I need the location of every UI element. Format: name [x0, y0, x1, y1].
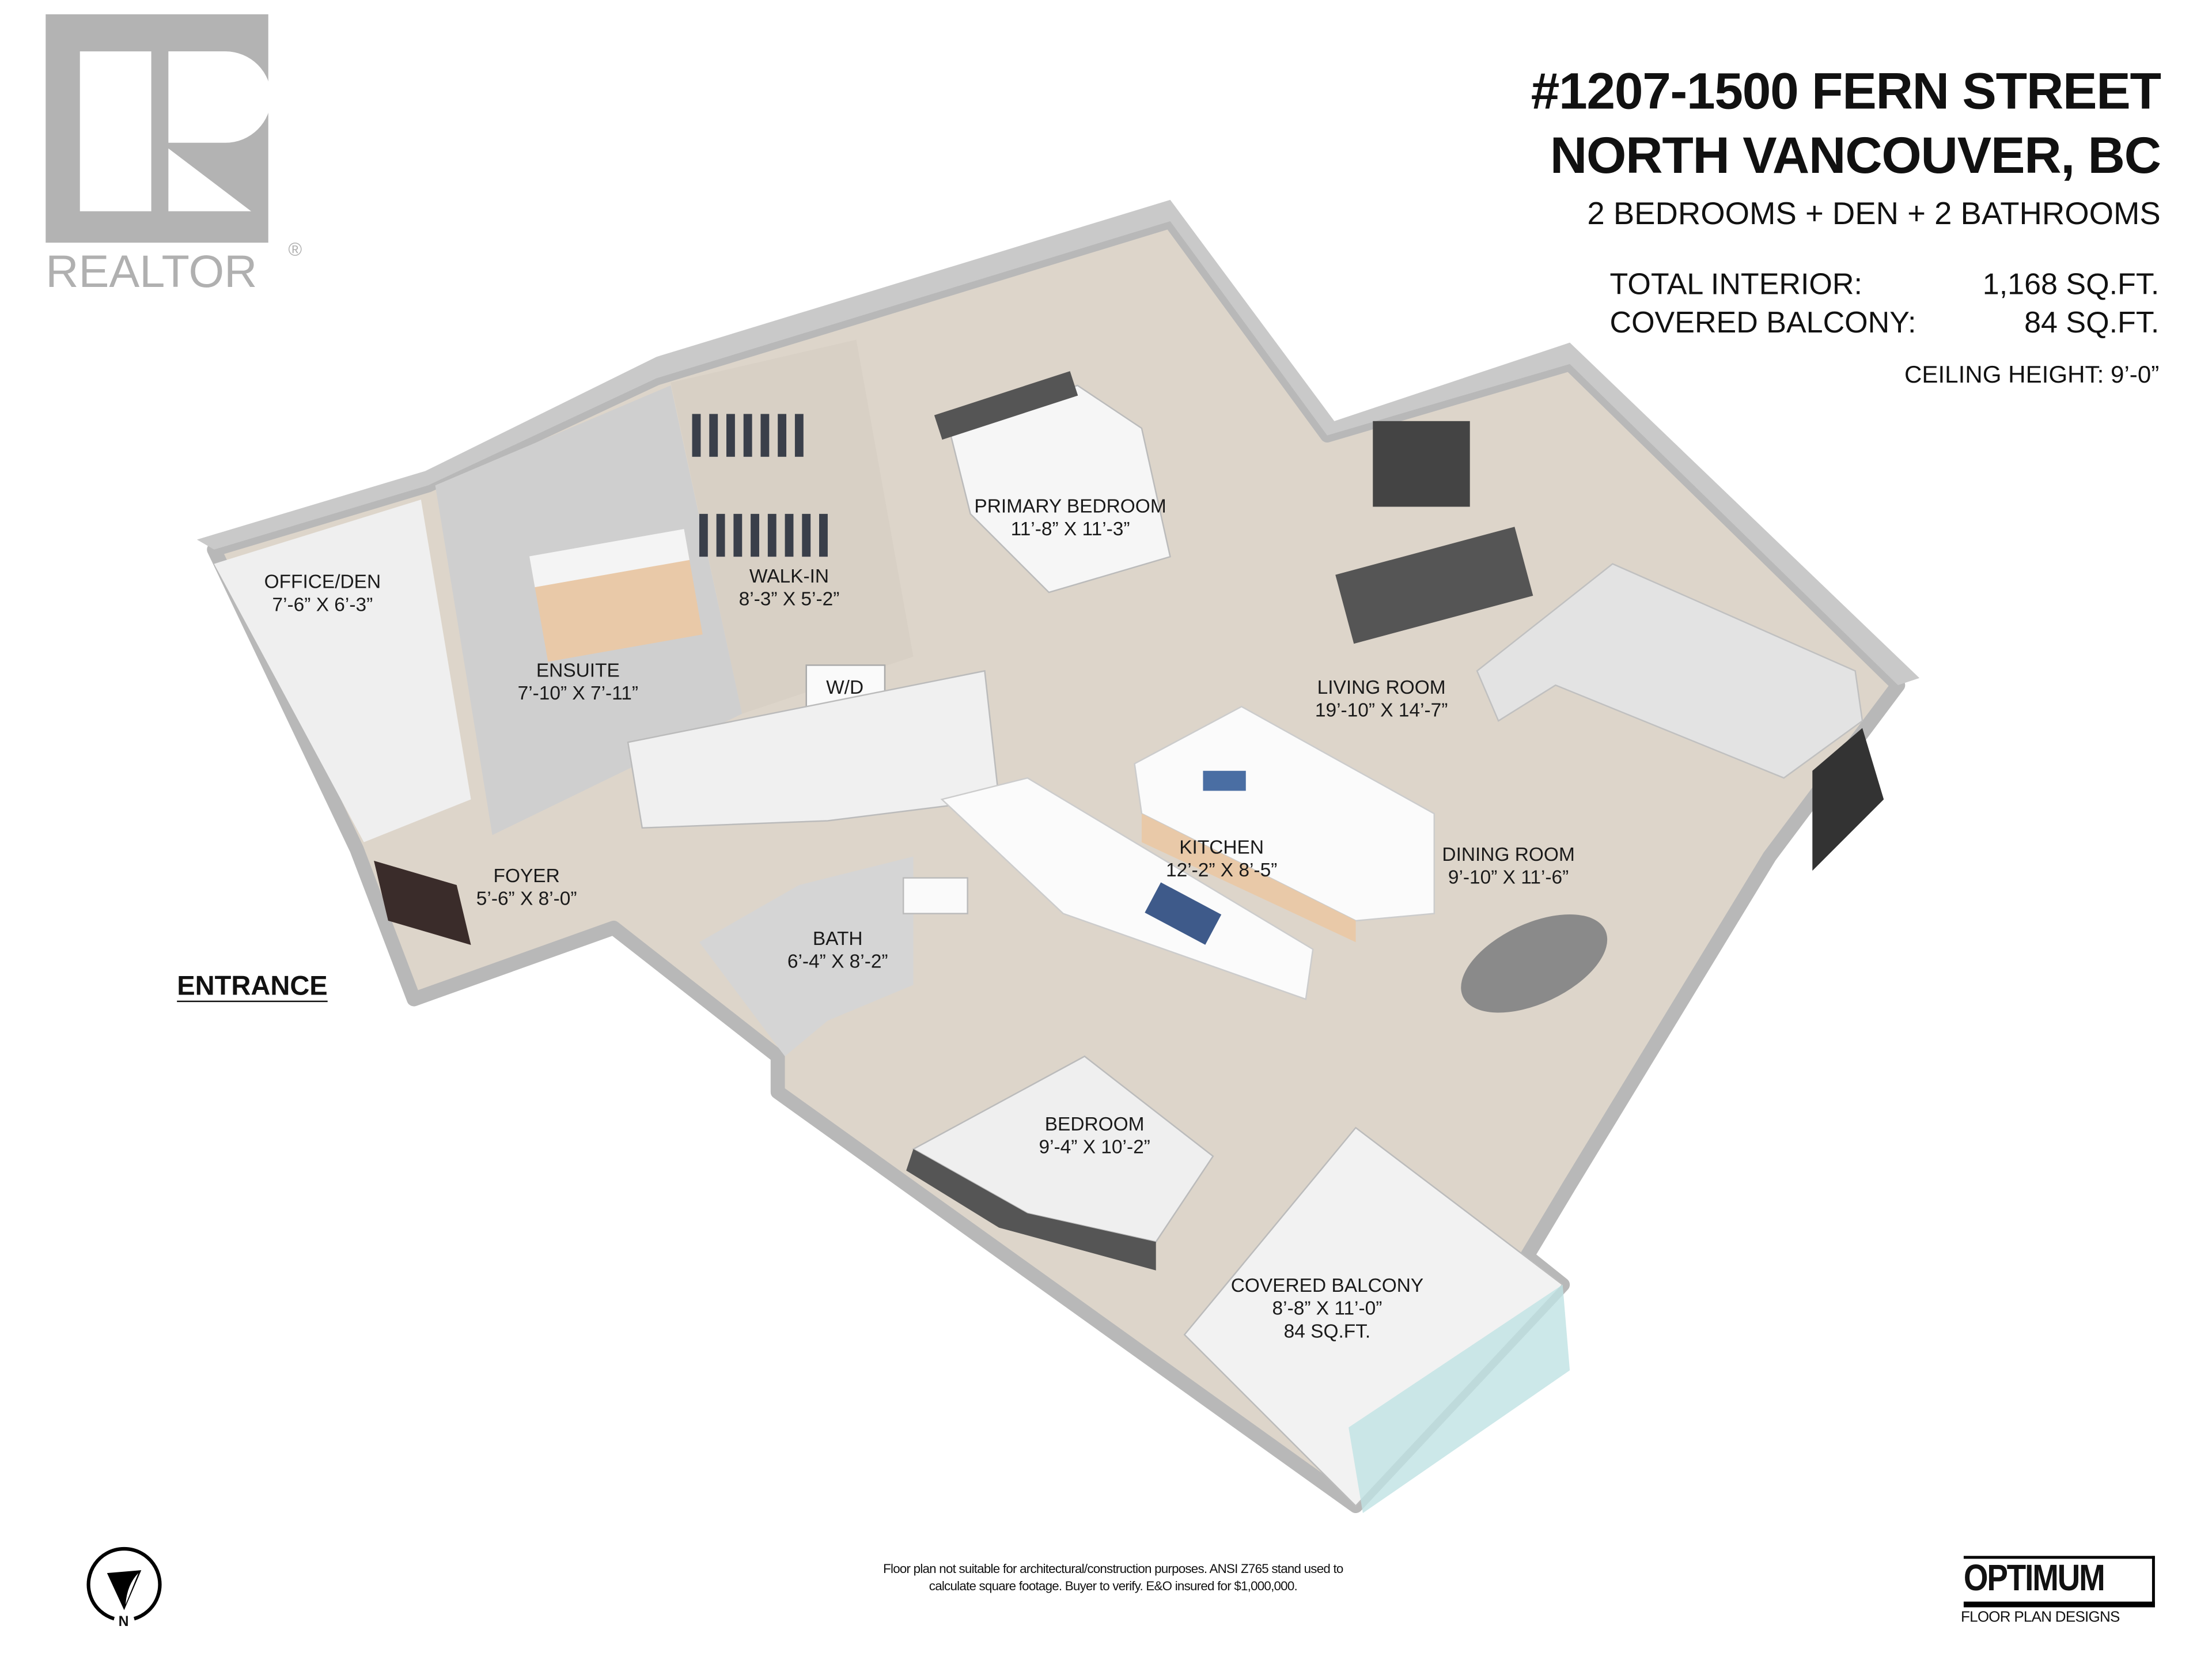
room-name: PRIMARY BEDROOM	[974, 495, 1166, 517]
room-dims: 8’-3” X 5’-2”	[738, 588, 840, 610]
room-dims: 12’-2” X 8’-5”	[1165, 859, 1278, 881]
optimum-tagline: FLOOR PLAN DESIGNS	[1960, 1609, 2120, 1626]
stat-value-balcony: 84 SQ.FT.	[2024, 307, 2160, 340]
room-dims: 11’-8” X 11’-3”	[1010, 518, 1130, 540]
optimum-wordmark: OPTIMUM	[1963, 1556, 2105, 1599]
wall-art	[1373, 421, 1470, 507]
realtor-r-icon	[46, 14, 271, 243]
tv-unit	[1812, 728, 1884, 871]
vanity-top	[529, 529, 690, 588]
stat-label-interior: TOTAL INTERIOR:	[1609, 268, 1862, 301]
bedroom-bed	[911, 1055, 1214, 1243]
address-line2: NORTH VANCOUVER, BC	[1550, 126, 2161, 184]
room-dims: 6’-4” X 8’-2”	[787, 950, 888, 973]
sofa	[1476, 563, 1863, 779]
room-name: ENSUITE	[536, 659, 620, 681]
room-name: KITCHEN	[1179, 836, 1264, 858]
realtor-wordmark: REALTOR	[46, 245, 257, 297]
room-dims: 8’-8” X 11’-0”	[1272, 1297, 1382, 1319]
room-name: DINING ROOM	[1442, 844, 1575, 865]
entrance-label: ENTRANCE	[177, 972, 328, 1003]
ceiling-height: CEILING HEIGHT: 9’-0”	[1904, 361, 2160, 388]
room-name: COVERED BALCONY	[1230, 1275, 1424, 1296]
stat-label-balcony: COVERED BALCONY:	[1609, 307, 1916, 340]
headboard	[934, 371, 1078, 440]
registered-mark: ®	[288, 238, 302, 260]
room-name: BEDROOM	[1044, 1113, 1145, 1135]
entrance-door	[374, 860, 471, 946]
compass-arrow-icon	[86, 1546, 162, 1621]
stat-value-interior: 1,168 SQ.FT.	[1982, 268, 2160, 301]
unit-summary: 2 BEDROOMS + DEN + 2 BATHROOMS	[1587, 195, 2161, 232]
room-dims: 7’-10” X 7’-11”	[517, 682, 639, 704]
closet-wall	[627, 670, 1000, 829]
room-dims: 9’-4” X 10’-2”	[1039, 1136, 1150, 1158]
kitchen-counter	[940, 777, 1314, 1000]
office-floor	[214, 500, 471, 842]
dining-table	[1461, 914, 1608, 1013]
address-line1: #1207-1500 FERN STREET	[1531, 61, 2161, 120]
bath-floor	[699, 856, 914, 1057]
room-dims: 19’-10” X 14’-7”	[1315, 699, 1448, 721]
room-name: W/D	[826, 676, 864, 698]
room-name: FOYER	[493, 865, 560, 887]
compass-north-label: N	[118, 1614, 129, 1631]
balcony-glass	[1349, 1284, 1570, 1514]
room-area: 84 SQ.FT.	[1283, 1320, 1371, 1342]
room-name: WALK-IN	[749, 565, 830, 587]
disclaimer: Floor plan not suitable for architectura…	[771, 1560, 1456, 1594]
room-dims: 9’-10” X 11’-6”	[1448, 866, 1569, 888]
disclaimer-line1: Floor plan not suitable for architectura…	[883, 1561, 1343, 1576]
media-console	[1335, 527, 1533, 644]
north-compass: N	[83, 1545, 166, 1636]
room-name: BATH	[812, 928, 863, 950]
bedroom-bed-frame	[906, 1149, 1156, 1270]
bath-sink	[902, 877, 968, 914]
kitchen-sink	[1203, 770, 1246, 791]
cooktop	[1145, 882, 1222, 945]
disclaimer-line2: calculate square footage. Buyer to verif…	[929, 1579, 1298, 1593]
room-dims: 7’-6” X 6’-3”	[272, 593, 373, 615]
room-name: OFFICE/DEN	[264, 570, 381, 593]
kitchen-cabinets	[1141, 814, 1356, 943]
optimum-logo: OPTIMUM FLOOR PLAN DESIGNS	[1952, 1553, 2159, 1627]
room-name: LIVING ROOM	[1317, 676, 1446, 698]
room-dims: 5’-6” X 8’-0”	[476, 887, 577, 910]
realtor-logo: REALTOR ®	[43, 12, 314, 297]
primary-bed	[948, 384, 1171, 593]
room-washer-dryer: W/D	[826, 676, 863, 699]
